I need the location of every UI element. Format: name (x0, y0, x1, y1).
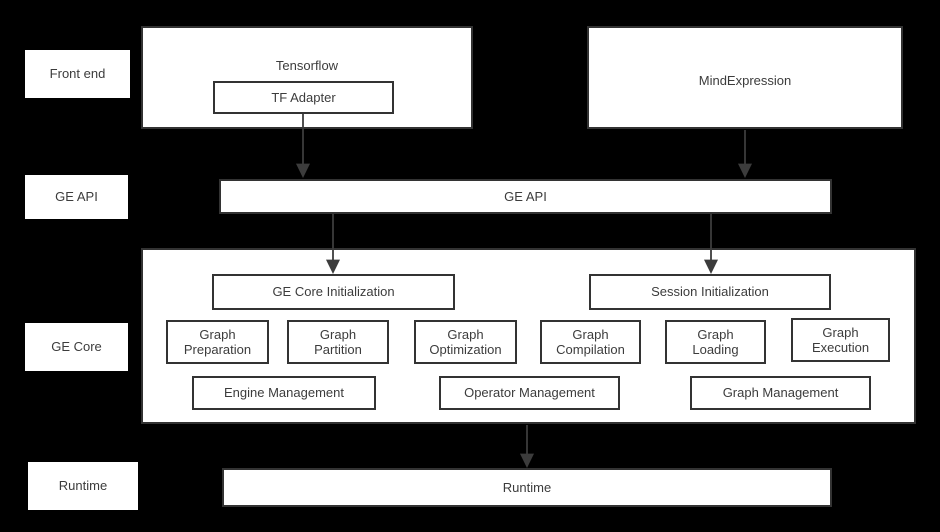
graph-preparation-box[interactable]: Graph Preparation (166, 320, 269, 364)
runtime-bar-label: Runtime (502, 479, 552, 495)
mindexpression-title: MindExpression (698, 73, 792, 88)
ge-core-initialization-box[interactable]: GE Core Initialization (212, 274, 455, 310)
tf-adapter-label: TF Adapter (271, 89, 336, 105)
ge-core-initialization-label: GE Core Initialization (272, 284, 395, 300)
graph-optimization-box[interactable]: Graph Optimization (414, 320, 517, 364)
layer-label-front-end-text: Front end (49, 66, 106, 82)
graph-partition-box[interactable]: Graph Partition (287, 320, 389, 364)
session-initialization-label: Session Initialization (651, 284, 769, 300)
graph-preparation-label: Graph Preparation (183, 326, 252, 357)
graph-loading-box[interactable]: Graph Loading (665, 320, 766, 364)
ge-api-bar-label: GE API (504, 188, 547, 204)
layer-label-runtime-text: Runtime (58, 478, 108, 494)
tensorflow-title: Tensorflow (275, 58, 339, 73)
engine-management-label: Engine Management (224, 385, 344, 401)
layer-label-ge-core-text: GE Core (51, 339, 102, 355)
graph-management-box[interactable]: Graph Management (690, 376, 871, 410)
graph-execution-label: Graph Execution (811, 324, 870, 355)
session-initialization-box[interactable]: Session Initialization (589, 274, 831, 310)
engine-management-box[interactable]: Engine Management (192, 376, 376, 410)
graph-compilation-box[interactable]: Graph Compilation (540, 320, 641, 364)
tf-adapter-box[interactable]: TF Adapter (213, 81, 394, 114)
graph-compilation-label: Graph Compilation (556, 326, 625, 357)
layer-label-ge-api: GE API (25, 175, 128, 219)
graph-loading-label: Graph Loading (692, 326, 739, 357)
mindexpression-container: MindExpression (587, 26, 903, 129)
layer-label-runtime: Runtime (28, 462, 138, 510)
layer-label-front-end: Front end (25, 50, 130, 98)
graph-optimization-label: Graph Optimization (429, 326, 502, 357)
ge-api-bar[interactable]: GE API (219, 179, 832, 214)
graph-partition-label: Graph Partition (314, 326, 362, 357)
graph-execution-box[interactable]: Graph Execution (791, 318, 890, 362)
layer-label-ge-core: GE Core (25, 323, 128, 371)
runtime-bar[interactable]: Runtime (222, 468, 832, 507)
operator-management-label: Operator Management (464, 385, 595, 401)
operator-management-box[interactable]: Operator Management (439, 376, 620, 410)
graph-management-label: Graph Management (722, 385, 839, 401)
layer-label-ge-api-text: GE API (55, 189, 98, 205)
